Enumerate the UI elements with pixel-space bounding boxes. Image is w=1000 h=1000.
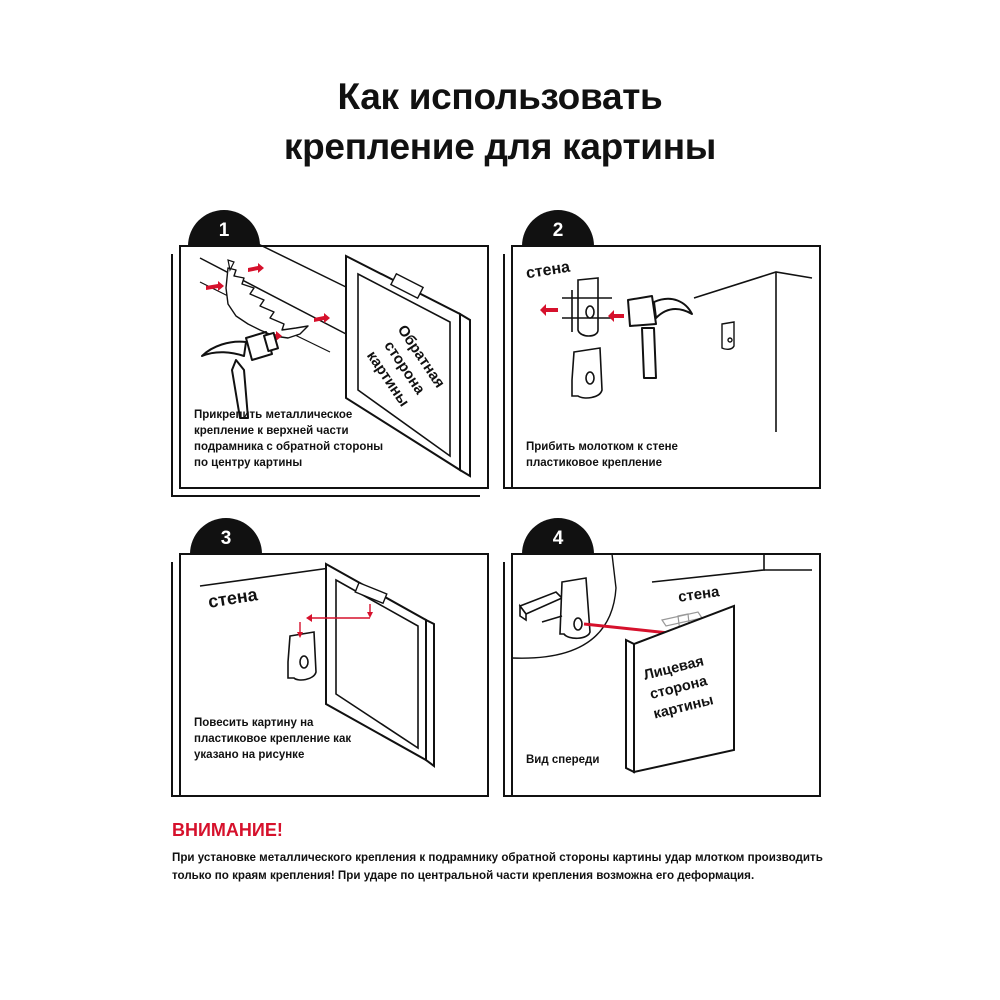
step-3-illustration [171,518,489,797]
step-1-caption: Прикрепить металлическое крепление к вер… [194,409,384,469]
picture-back-frame [325,562,435,768]
step-4-caption: Вид спереди [526,754,600,766]
step-1-number: 1 [218,220,230,241]
hammer-icon [627,295,693,379]
step-2-illustration [503,210,821,489]
metal-hanger-icon [225,259,309,339]
step-2-panel: 2 стена Прибить молотком к стене пластик… [502,210,821,489]
step-4-number: 4 [552,528,564,549]
step-4-panel: 4 стена Лицевая сторона картины Вид спер… [502,518,821,797]
step-1-panel: 1 Обратная сторона картины Прикрепить ме… [170,210,489,497]
step-3-number: 3 [220,528,232,549]
metal-hanger-icon [518,577,591,640]
warning-text: При установке металлического крепления к… [172,851,823,882]
title-line-2: крепление для картины [283,126,717,167]
picture-back-frame [345,254,471,478]
picture-front-frame [625,604,735,774]
step-3-panel: 3 стена Повесить картину на пластиковое … [170,518,489,797]
title-line-1: Как использовать [337,76,663,117]
plastic-hook-icon [562,277,612,337]
warning-title: ВНИМАНИЕ! [172,820,283,840]
arrow-icon [297,604,373,638]
arrow-icon [540,304,624,322]
step-2-caption: Прибить молотком к стене пластиковое кре… [526,441,678,469]
plastic-hook-icon [287,631,317,681]
step-4-illustration [503,518,821,797]
step-2-number: 2 [552,220,564,241]
hammer-icon [201,331,280,419]
plastic-hook-icon [571,347,603,399]
step-1-illustration [171,210,489,497]
plastic-hook-icon [721,321,735,351]
step-3-caption: Повесить картину на пластиковое креплени… [194,717,352,761]
page-title: Как использовать крепление для картины [0,72,1000,172]
